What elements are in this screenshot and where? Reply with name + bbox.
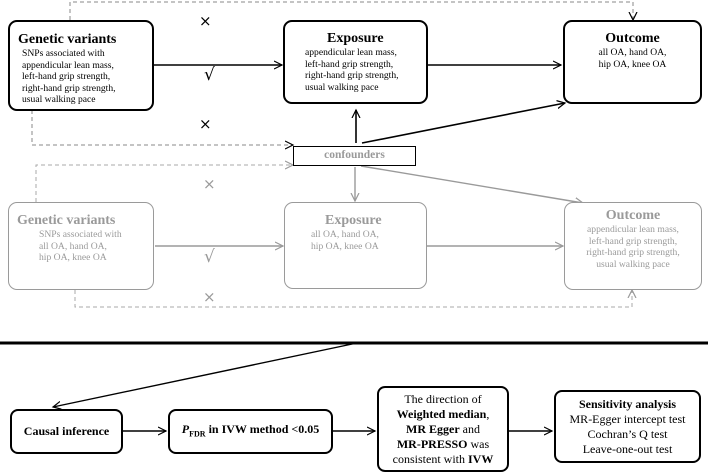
direction-and: and <box>459 421 480 436</box>
bottom-genetic-title: Genetic variants <box>17 213 116 228</box>
pfdr-label: PFDR in IVW method <0.05 <box>182 422 319 441</box>
top-exposure-line: usual walking pace <box>305 81 379 93</box>
pfdr-rest: in IVW method <0.05 <box>205 421 320 436</box>
bottom-exposure-title: Exposure <box>325 213 382 228</box>
bottom-genetic-line: all OA, hand OA, <box>39 240 107 252</box>
bottom-outcome-line: appendicular lean mass, <box>587 224 679 235</box>
bottom-outcome-line: usual walking pace <box>596 258 670 270</box>
causal-inference-box: Causal inference <box>10 409 123 454</box>
top-exposure-line: appendicular lean mass, <box>305 47 397 58</box>
bottom-exposure-line: hip OA, knee OA <box>311 240 379 252</box>
cross-mark: × <box>203 175 216 193</box>
dashed-bottom-genetic-to-confounders <box>35 165 293 202</box>
cross-mark: × <box>199 12 212 30</box>
bottom-exposure-box: Exposure all OA, hand OA, hip OA, knee O… <box>284 202 427 289</box>
arrow-confounders-to-outcome <box>361 103 565 144</box>
direction-presso: MR-PRESSO <box>396 436 468 451</box>
direction-weighted: Weighted median <box>396 406 487 421</box>
sensitivity-analysis-box: Sensitivity analysis MR-Egger intercept … <box>554 390 701 463</box>
top-outcome-title: Outcome <box>605 31 660 46</box>
bottom-outcome-line: right-hand grip strength, <box>586 247 680 258</box>
direction-box: The direction of Weighted median, MR Egg… <box>377 386 509 472</box>
dashed-top-route <box>69 1 633 20</box>
top-genetic-line: appendicular lean mass, <box>22 59 114 71</box>
direction-comma: , <box>486 406 490 421</box>
arrow-confounders-to-bottom-outcome <box>360 165 583 203</box>
confounders-box: confounders <box>293 146 416 166</box>
top-exposure-box: Exposure appendicular lean mass, left-ha… <box>283 20 428 104</box>
arrow-divider-to-causal <box>53 342 358 407</box>
bottom-exposure-line: all OA, hand OA, <box>311 229 379 240</box>
top-genetic-title: Genetic variants <box>18 32 117 47</box>
top-genetic-line: left-hand grip strength, <box>22 71 111 82</box>
sensitivity-line: Cochran’s Q test <box>587 426 668 441</box>
bottom-outcome-title: Outcome <box>605 208 661 223</box>
sensitivity-line: MR-Egger intercept test <box>569 411 686 426</box>
bottom-genetic-variants-box: Genetic variants SNPs associated with al… <box>8 202 154 290</box>
sensitivity-line: Leave-one-out test <box>582 441 673 456</box>
dashed-genetic-to-confounders <box>31 110 293 145</box>
causal-inference-label: Causal inference <box>23 424 110 438</box>
top-outcome-box: Outcome all OA, hand OA, hip OA, knee OA <box>563 20 702 104</box>
bottom-genetic-line: hip OA, knee OA <box>39 252 107 263</box>
top-exposure-line: right-hand grip strength, <box>305 70 399 81</box>
top-genetic-variants-box: Genetic variants SNPs associated with ap… <box>8 20 154 111</box>
top-genetic-line: right-hand grip strength, <box>22 82 116 94</box>
top-exposure-line: left-hand grip strength, <box>305 58 394 70</box>
direction-consistent: consistent with <box>392 451 468 466</box>
check-mark: √ <box>204 65 215 85</box>
bottom-outcome-line: left-hand grip strength, <box>588 235 678 247</box>
cross-mark: × <box>199 115 212 133</box>
dashed-bottom-route <box>74 290 632 308</box>
direction-was: was <box>467 436 490 451</box>
top-genetic-line: SNPs associated with <box>22 48 105 59</box>
sensitivity-title: Sensitivity analysis <box>578 396 677 411</box>
top-outcome-line: all OA, hand OA, <box>598 47 667 58</box>
top-outcome-line: hip OA, knee OA <box>598 58 667 70</box>
top-genetic-line: usual walking pace <box>22 94 96 105</box>
direction-line-1: The direction of <box>404 391 482 406</box>
bottom-genetic-line: SNPs associated with <box>39 229 122 240</box>
direction-ivw: IVW <box>467 451 494 466</box>
top-exposure-title: Exposure <box>327 31 384 46</box>
pfdr-box: PFDR in IVW method <0.05 <box>168 409 333 454</box>
pfdr-p: P <box>181 421 190 436</box>
check-mark: √ <box>204 247 215 267</box>
cross-mark: × <box>203 288 216 306</box>
bottom-outcome-box: Outcome appendicular lean mass, left-han… <box>564 202 702 290</box>
pfdr-sub: FDR <box>189 429 206 439</box>
confounders-label: confounders <box>324 149 385 161</box>
direction-egger: MR Egger <box>406 421 460 436</box>
